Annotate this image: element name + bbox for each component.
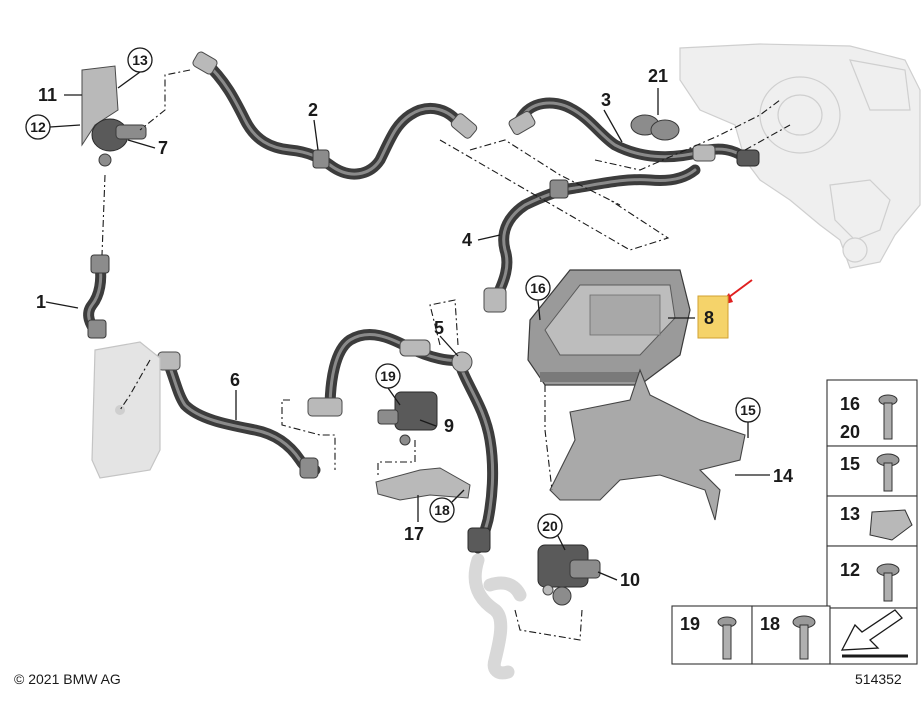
engine-block-illustration bbox=[679, 43, 921, 269]
direction-arrow-icon bbox=[840, 609, 908, 658]
legend-cell-13: 13 bbox=[826, 495, 918, 547]
circled-callout-19: 19 bbox=[375, 363, 401, 389]
circled-callout-20: 20 bbox=[537, 513, 563, 539]
pump-9-assembly bbox=[307, 391, 471, 501]
pump-10-assembly bbox=[537, 544, 601, 606]
hardware-legend: 16 20 15 13 12 bbox=[671, 379, 918, 665]
callout-4: 4 bbox=[462, 230, 472, 250]
svg-text:12: 12 bbox=[840, 560, 860, 580]
legend-cell-direction bbox=[829, 607, 918, 665]
callout-10: 10 bbox=[620, 570, 640, 590]
svg-text:15: 15 bbox=[740, 402, 756, 418]
svg-text:19: 19 bbox=[380, 368, 396, 384]
circled-callout-21: 21 bbox=[648, 66, 668, 86]
circled-callout-12: 12 bbox=[25, 114, 51, 140]
ghost-hose bbox=[468, 553, 527, 680]
svg-text:15: 15 bbox=[840, 454, 860, 474]
callout-8: 8 bbox=[704, 308, 714, 328]
hose-1 bbox=[83, 254, 110, 339]
callout-14: 14 bbox=[773, 466, 793, 486]
callout-6: 6 bbox=[230, 370, 240, 390]
diagram-number: 514352 bbox=[855, 671, 902, 687]
callouts: 11 7 2 3 4 1 5 6 9 14 17 10 bbox=[36, 85, 793, 590]
legend-cell-18: 18 bbox=[751, 605, 831, 665]
legend-cell-16-20: 16 20 bbox=[826, 379, 918, 447]
hose-4 bbox=[483, 164, 701, 313]
callout-11: 11 bbox=[38, 85, 57, 105]
svg-text:16: 16 bbox=[530, 280, 546, 296]
pump-7-assembly bbox=[81, 65, 147, 167]
callout-7: 7 bbox=[158, 138, 168, 158]
hose-5 bbox=[324, 329, 499, 554]
circled-callout-15: 15 bbox=[735, 397, 761, 423]
svg-text:18: 18 bbox=[760, 614, 780, 634]
bolt-icon bbox=[878, 394, 898, 440]
svg-text:13: 13 bbox=[132, 52, 148, 68]
copyright-text: © 2021 BMW AG bbox=[14, 671, 121, 687]
bracket-14 bbox=[549, 368, 746, 521]
callout-2: 2 bbox=[308, 100, 318, 120]
expansion-tank bbox=[91, 341, 161, 479]
connection-lines bbox=[101, 69, 791, 641]
component-8-module bbox=[527, 269, 691, 386]
clip-nut-icon bbox=[869, 509, 913, 541]
legend-cell-15: 15 bbox=[826, 445, 918, 497]
svg-text:20: 20 bbox=[542, 518, 558, 534]
hose-2 bbox=[192, 51, 478, 180]
callout-17: 17 bbox=[404, 524, 424, 544]
hex-bolt-icon bbox=[876, 563, 900, 602]
clamp-21 bbox=[630, 114, 680, 141]
hose-6 bbox=[157, 351, 321, 479]
screw-icon bbox=[717, 616, 737, 660]
svg-text:13: 13 bbox=[840, 504, 860, 524]
callout-5: 5 bbox=[434, 318, 444, 338]
legend-cell-19: 19 bbox=[671, 605, 753, 665]
hose-3 bbox=[508, 97, 760, 167]
svg-text:20: 20 bbox=[840, 422, 860, 442]
collar-bolt-icon bbox=[792, 615, 816, 660]
svg-text:18: 18 bbox=[434, 502, 450, 518]
legend-cell-12: 12 bbox=[826, 545, 918, 609]
highlight-box-8 bbox=[697, 295, 729, 339]
circled-callout-13: 13 bbox=[127, 47, 153, 73]
circled-callout-16: 16 bbox=[525, 275, 551, 301]
flange-bolt-icon bbox=[876, 453, 900, 492]
circled-callouts: 13 12 21 16 19 15 18 20 bbox=[25, 47, 761, 539]
circled-callout-18: 18 bbox=[429, 497, 455, 523]
callout-3: 3 bbox=[601, 90, 611, 110]
svg-text:19: 19 bbox=[680, 614, 700, 634]
svg-text:12: 12 bbox=[30, 119, 46, 135]
leader-lines bbox=[45, 71, 770, 581]
callout-9: 9 bbox=[444, 416, 454, 436]
callout-1: 1 bbox=[36, 292, 46, 312]
svg-text:16: 16 bbox=[840, 394, 860, 414]
svg-text:21: 21 bbox=[648, 66, 668, 86]
